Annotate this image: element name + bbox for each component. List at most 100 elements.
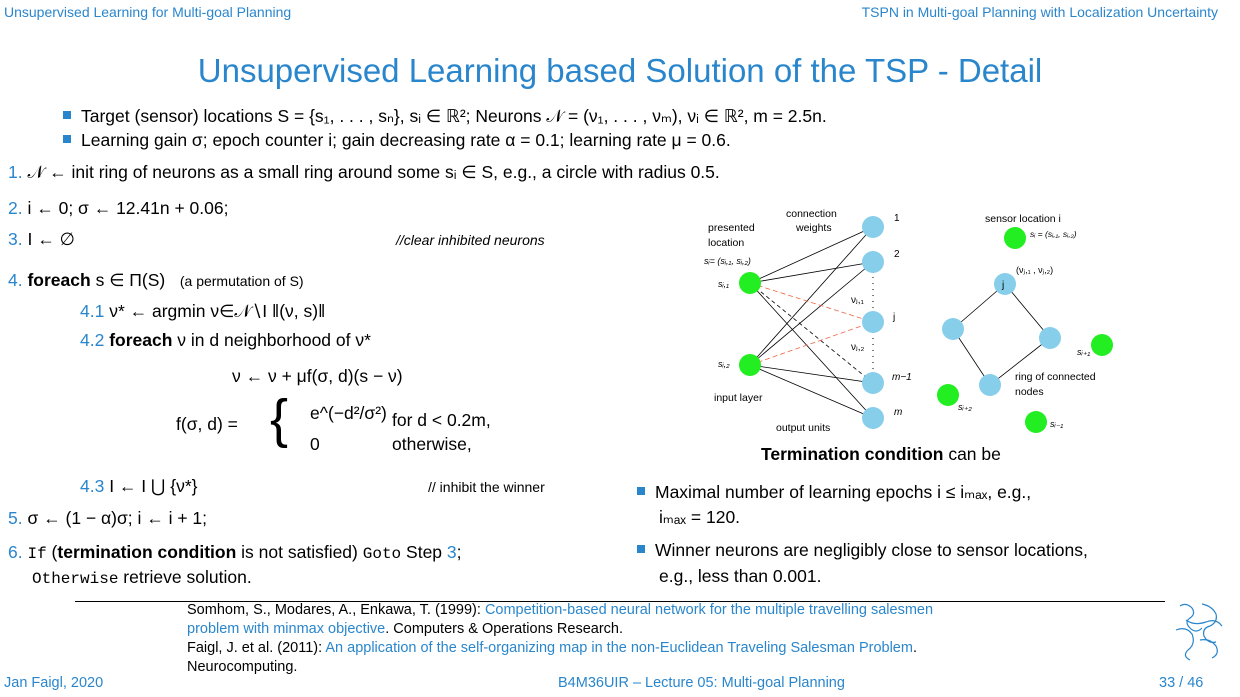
step-text: ; xyxy=(456,542,462,562)
keyword-otherwise: Otherwise xyxy=(32,570,119,588)
label-si2: sᵢ,₂ xyxy=(718,359,730,369)
step-5: 5. σ ← (1 − α)σ; i ← i + 1; xyxy=(8,508,207,529)
label-nm1: m−1 xyxy=(892,372,912,383)
reference-1-line2: problem with minmax objective. Computers… xyxy=(187,621,623,637)
step-number: 3. xyxy=(8,229,23,249)
termination-item-2: Winner neurons are negligibly close to s… xyxy=(637,540,1088,561)
step-number: 5. xyxy=(8,508,23,528)
ring-node xyxy=(1039,327,1061,349)
step-text: is not satisfied) xyxy=(241,542,358,562)
sensor-node xyxy=(1004,227,1026,249)
bullet-icon xyxy=(637,487,645,496)
step-1: 1. 𝒩 ← init ring of neurons as a small r… xyxy=(8,162,720,183)
label-vj2: νⱼ,₂ xyxy=(851,342,865,353)
ref-link[interactable]: An application of the self-organizing ma… xyxy=(325,640,913,656)
bullet-icon xyxy=(637,545,645,554)
label-vj1: νⱼ,₁ xyxy=(851,295,865,306)
step-4-3: 4.3 I ← I ⋃ {ν*} xyxy=(80,476,197,497)
step-4-2: 4.2 foreach ν in d neighborhood of ν* xyxy=(80,330,371,351)
keyword-goto: Goto xyxy=(362,545,402,563)
item-text: Winner neurons are negligibly close to s… xyxy=(655,540,1088,560)
step-number: 1. xyxy=(8,162,23,182)
step-text: ν in d neighborhood of ν* xyxy=(177,330,371,350)
step-note: (a permutation of S) xyxy=(179,273,304,289)
label-si-eq: sᵢ= (sᵢ,₁, sᵢ,₂) xyxy=(704,256,751,266)
footer-course: B4M36UIR – Lecture 05: Multi-goal Planni… xyxy=(558,675,845,691)
step-text: ν* ← argmin ν∈𝒩∖I ‖(ν, s)‖ xyxy=(109,301,326,321)
keyword-foreach: foreach xyxy=(27,270,91,290)
output-node xyxy=(862,216,884,238)
bullet-icon xyxy=(63,111,71,120)
step-text: I ← I ⋃ {ν*} xyxy=(109,476,198,496)
ref-link[interactable]: problem with minmax objective xyxy=(187,621,386,637)
sensor-node-ip1 xyxy=(1091,334,1113,356)
step-6: 6. If (termination condition is not sati… xyxy=(8,542,462,563)
label-node-j: j xyxy=(1001,280,1004,291)
keyword-if: If xyxy=(27,545,47,563)
output-node xyxy=(862,407,884,429)
step-number: 2. xyxy=(8,198,23,218)
label-connection: connection xyxy=(786,208,837,220)
connection-lines xyxy=(749,226,1051,419)
step-6-line2: Otherwise retrieve solution. xyxy=(32,567,252,588)
label-presented: presented xyxy=(708,222,755,234)
step-text: i ← 0; σ ← 12.41n + 0.06; xyxy=(27,198,229,218)
step-number: 4.3 xyxy=(80,476,105,496)
label-output-units: output units xyxy=(776,422,830,434)
bullet-icon xyxy=(63,135,71,144)
ref-link[interactable]: Competition-based neural network for the… xyxy=(484,602,934,618)
header-section-right[interactable]: TSPN in Multi-goal Planning with Localiz… xyxy=(861,4,1218,20)
bullet-targets: Target (sensor) locations S = {s₁, . . .… xyxy=(63,106,827,127)
label-n2: 2 xyxy=(894,249,900,260)
f-cond2: otherwise, xyxy=(392,434,472,454)
f-case2: 0 xyxy=(310,434,320,454)
update-equation: ν ← ν + μf(σ, d)(s − ν) xyxy=(232,366,403,386)
footer-author: Jan Faigl, 2020 xyxy=(4,675,104,691)
label-ring: ring of connected xyxy=(1015,371,1096,383)
step-number: 4.2 xyxy=(80,330,105,350)
item-text: Maximal number of learning epochs i ≤ iₘ… xyxy=(655,482,1032,502)
reference-2-line2: Neurocomputing. xyxy=(187,659,298,675)
bullet-gains: Learning gain σ; epoch counter i; gain d… xyxy=(63,130,731,151)
step-3-comment: //clear inhibited neurons xyxy=(396,232,545,248)
ring-node xyxy=(979,374,1001,396)
label-nm: m xyxy=(894,407,902,418)
termination-bold: Termination condition xyxy=(761,444,944,464)
step-link[interactable]: 3 xyxy=(446,542,457,562)
label-node-j-eq: (νⱼ,₁ , νⱼ,₂) xyxy=(1016,265,1053,275)
step-4: 4. foreach s ∈ Π(S) (a permutation of S) xyxy=(8,270,304,291)
ref-authors: Somhom, S., Modares, A., Enkawa, T. (199… xyxy=(187,602,481,618)
step-4-3-comment: // inhibit the winner xyxy=(428,479,545,495)
ctu-lion-logo xyxy=(1175,603,1223,661)
f-lhs: f(σ, d) = xyxy=(176,414,238,434)
output-node xyxy=(862,251,884,273)
termination-item-2-line2: e.g., less than 0.001. xyxy=(659,566,822,586)
sensor-node-ip2 xyxy=(937,384,959,406)
label-location: location xyxy=(708,237,744,249)
label-s-ip2: sᵢ₊₂ xyxy=(958,402,972,412)
label-input-layer: input layer xyxy=(714,392,763,404)
keyword-foreach: foreach xyxy=(109,330,173,350)
step-number: 4.1 xyxy=(80,301,105,321)
header-section-left[interactable]: Unsupervised Learning for Multi-goal Pla… xyxy=(4,4,292,20)
divider xyxy=(75,601,1165,602)
termination-item-1-line2: iₘₐₓ = 120. xyxy=(659,507,741,527)
step-number: 4. xyxy=(8,270,23,290)
step-text: 𝒩 ← init ring of neurons as a small ring… xyxy=(27,162,720,182)
label-nodes: nodes xyxy=(1015,386,1044,398)
bullet-text: Target (sensor) locations S = {s₁, . . .… xyxy=(81,106,827,126)
label-s-ip1: sᵢ₊₁ xyxy=(1077,347,1090,357)
label-sensor-eq: sᵢ = (sᵢ,₁, sᵢ,₂) xyxy=(1030,229,1077,239)
termination-heading: Termination condition can be xyxy=(761,444,1001,465)
input-node-si1 xyxy=(739,272,761,294)
f-case1: e^(−d²/σ²) xyxy=(310,403,387,423)
ring-node xyxy=(942,318,964,340)
label-nj: j xyxy=(892,312,895,323)
ring-node-j xyxy=(994,273,1016,295)
step-text: σ ← (1 − α)σ; i ← i + 1; xyxy=(27,508,208,528)
input-node-si2 xyxy=(739,354,761,376)
ref-venue: . xyxy=(912,640,917,656)
output-node xyxy=(862,372,884,394)
reference-1: Somhom, S., Modares, A., Enkawa, T. (199… xyxy=(187,602,933,618)
label-sensor-location: sensor location i xyxy=(985,213,1061,225)
